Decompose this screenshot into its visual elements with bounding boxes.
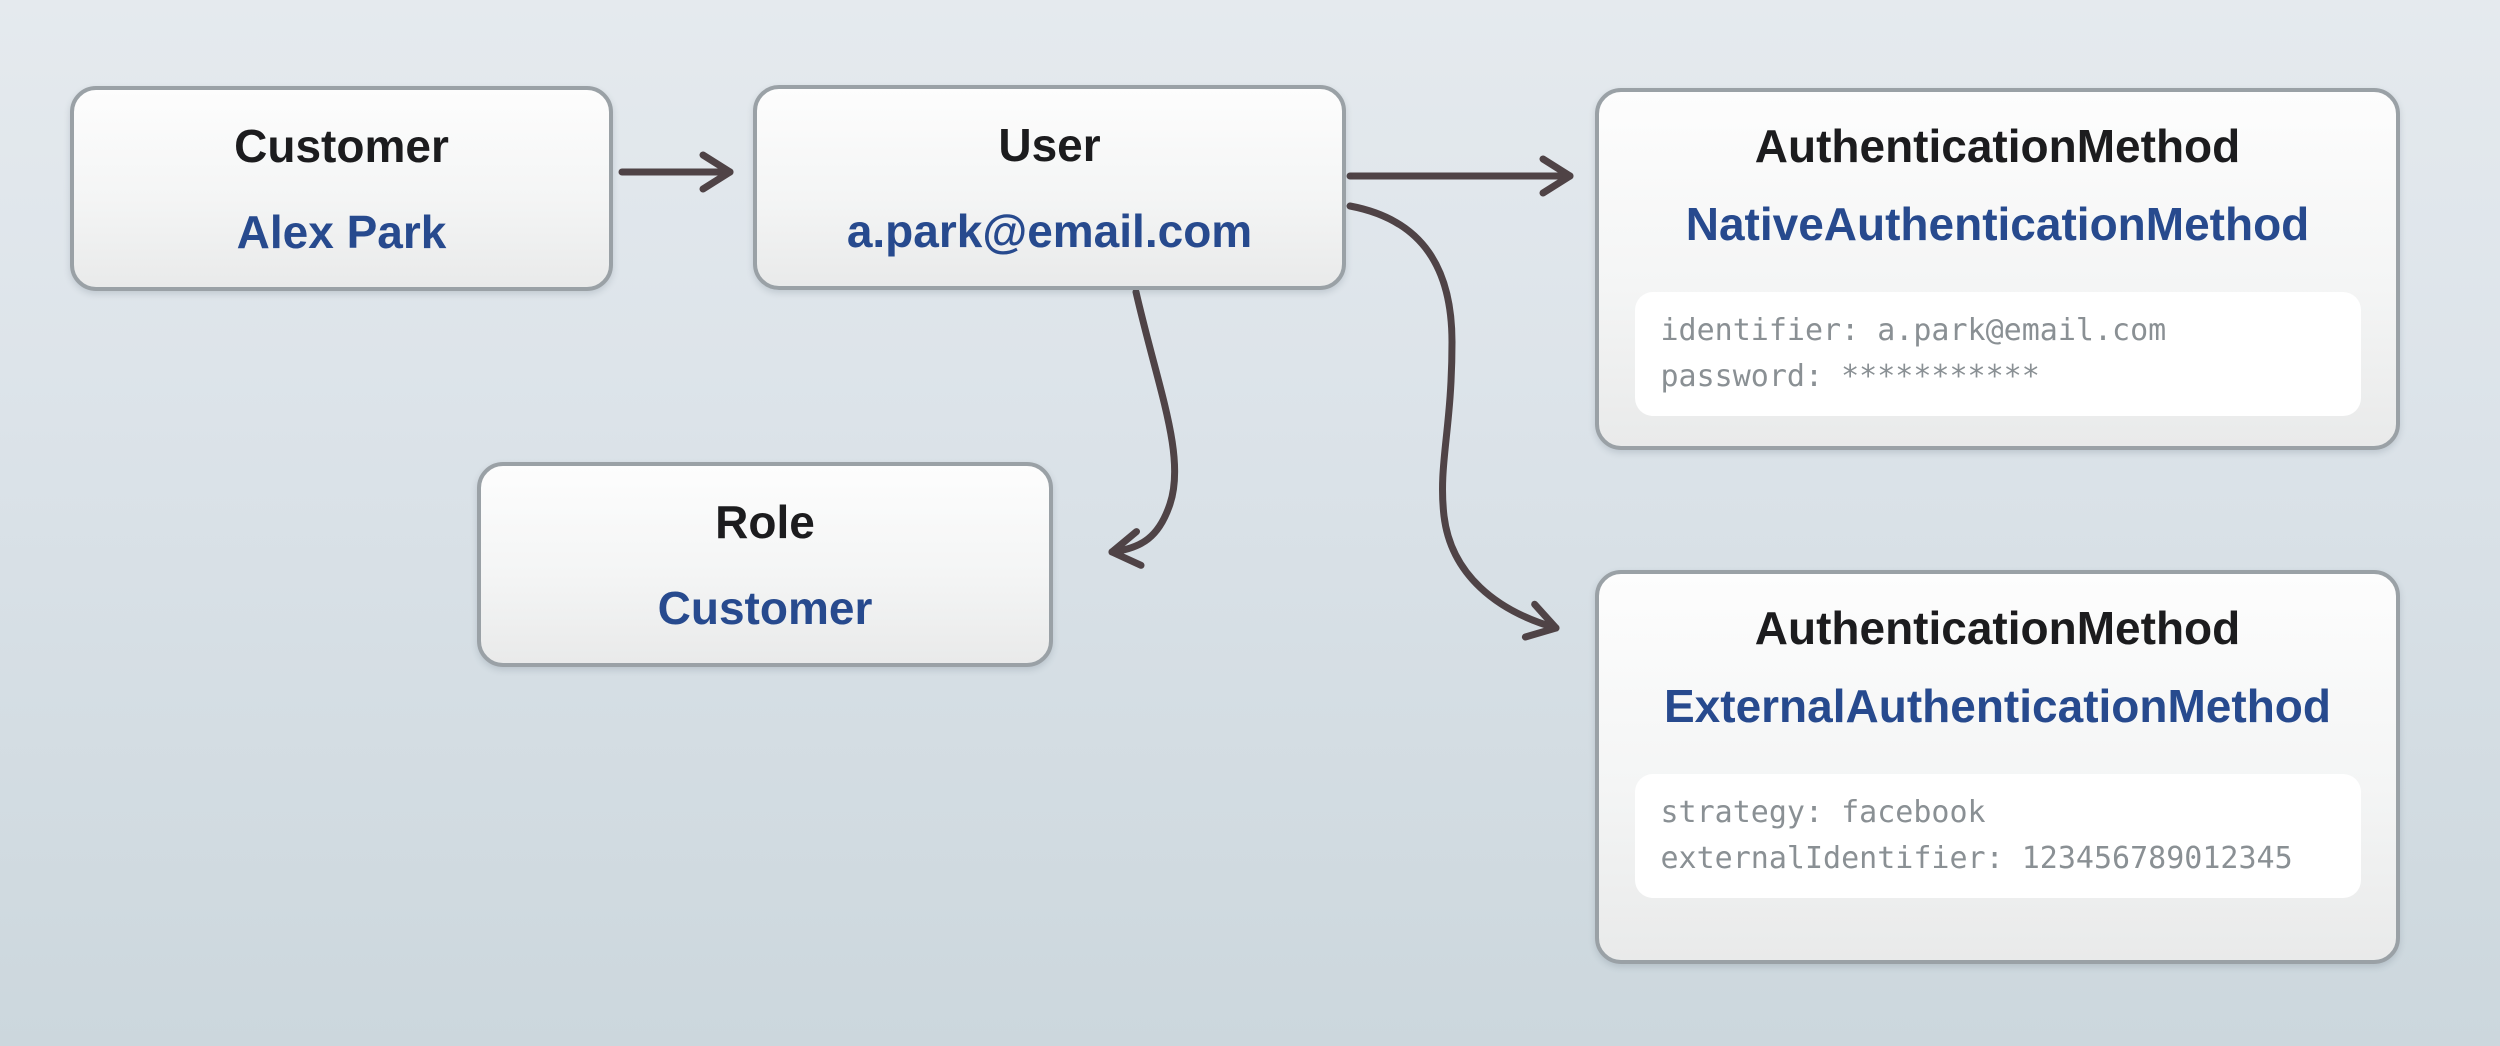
node-role: Role Customer (477, 462, 1053, 667)
node-value-label: Customer (657, 581, 873, 634)
node-user: User a.park@email.com (753, 85, 1346, 290)
node-value-label: a.park@email.com (846, 204, 1253, 257)
node-type-label: Role (715, 495, 815, 548)
detail-line-external-identifier: externalIdentifier: 123456789012345 (1660, 841, 2293, 876)
detail-line-identifier: identifier: a.park@email.com (1660, 313, 2167, 348)
detail-line-strategy: strategy: facebook (1660, 795, 1986, 830)
edge-user-external-auth (1346, 202, 1560, 641)
node-value-label: Alex Park (236, 205, 447, 258)
node-value-label: ExternalAuthenticationMethod (1663, 680, 2332, 732)
edge-user-role (1108, 288, 1179, 569)
node-type-label: User (998, 118, 1101, 171)
node-native-auth-method: AuthenticationMethod NativeAuthenticatio… (1595, 88, 2400, 450)
detail-line-password: password: *********** (1660, 359, 2040, 394)
node-value-label: NativeAuthenticationMethod (1685, 198, 2310, 250)
node-type-label: AuthenticationMethod (1754, 602, 2241, 654)
node-customer: Customer Alex Park (70, 86, 613, 291)
node-details-panel: identifier: a.park@email.com password: *… (1634, 292, 2361, 416)
node-type-label: AuthenticationMethod (1754, 120, 2241, 172)
node-details-panel: strategy: facebook externalIdentifier: 1… (1634, 774, 2361, 898)
node-type-label: Customer (234, 119, 449, 172)
node-external-auth-method: AuthenticationMethod ExternalAuthenticat… (1595, 570, 2400, 964)
